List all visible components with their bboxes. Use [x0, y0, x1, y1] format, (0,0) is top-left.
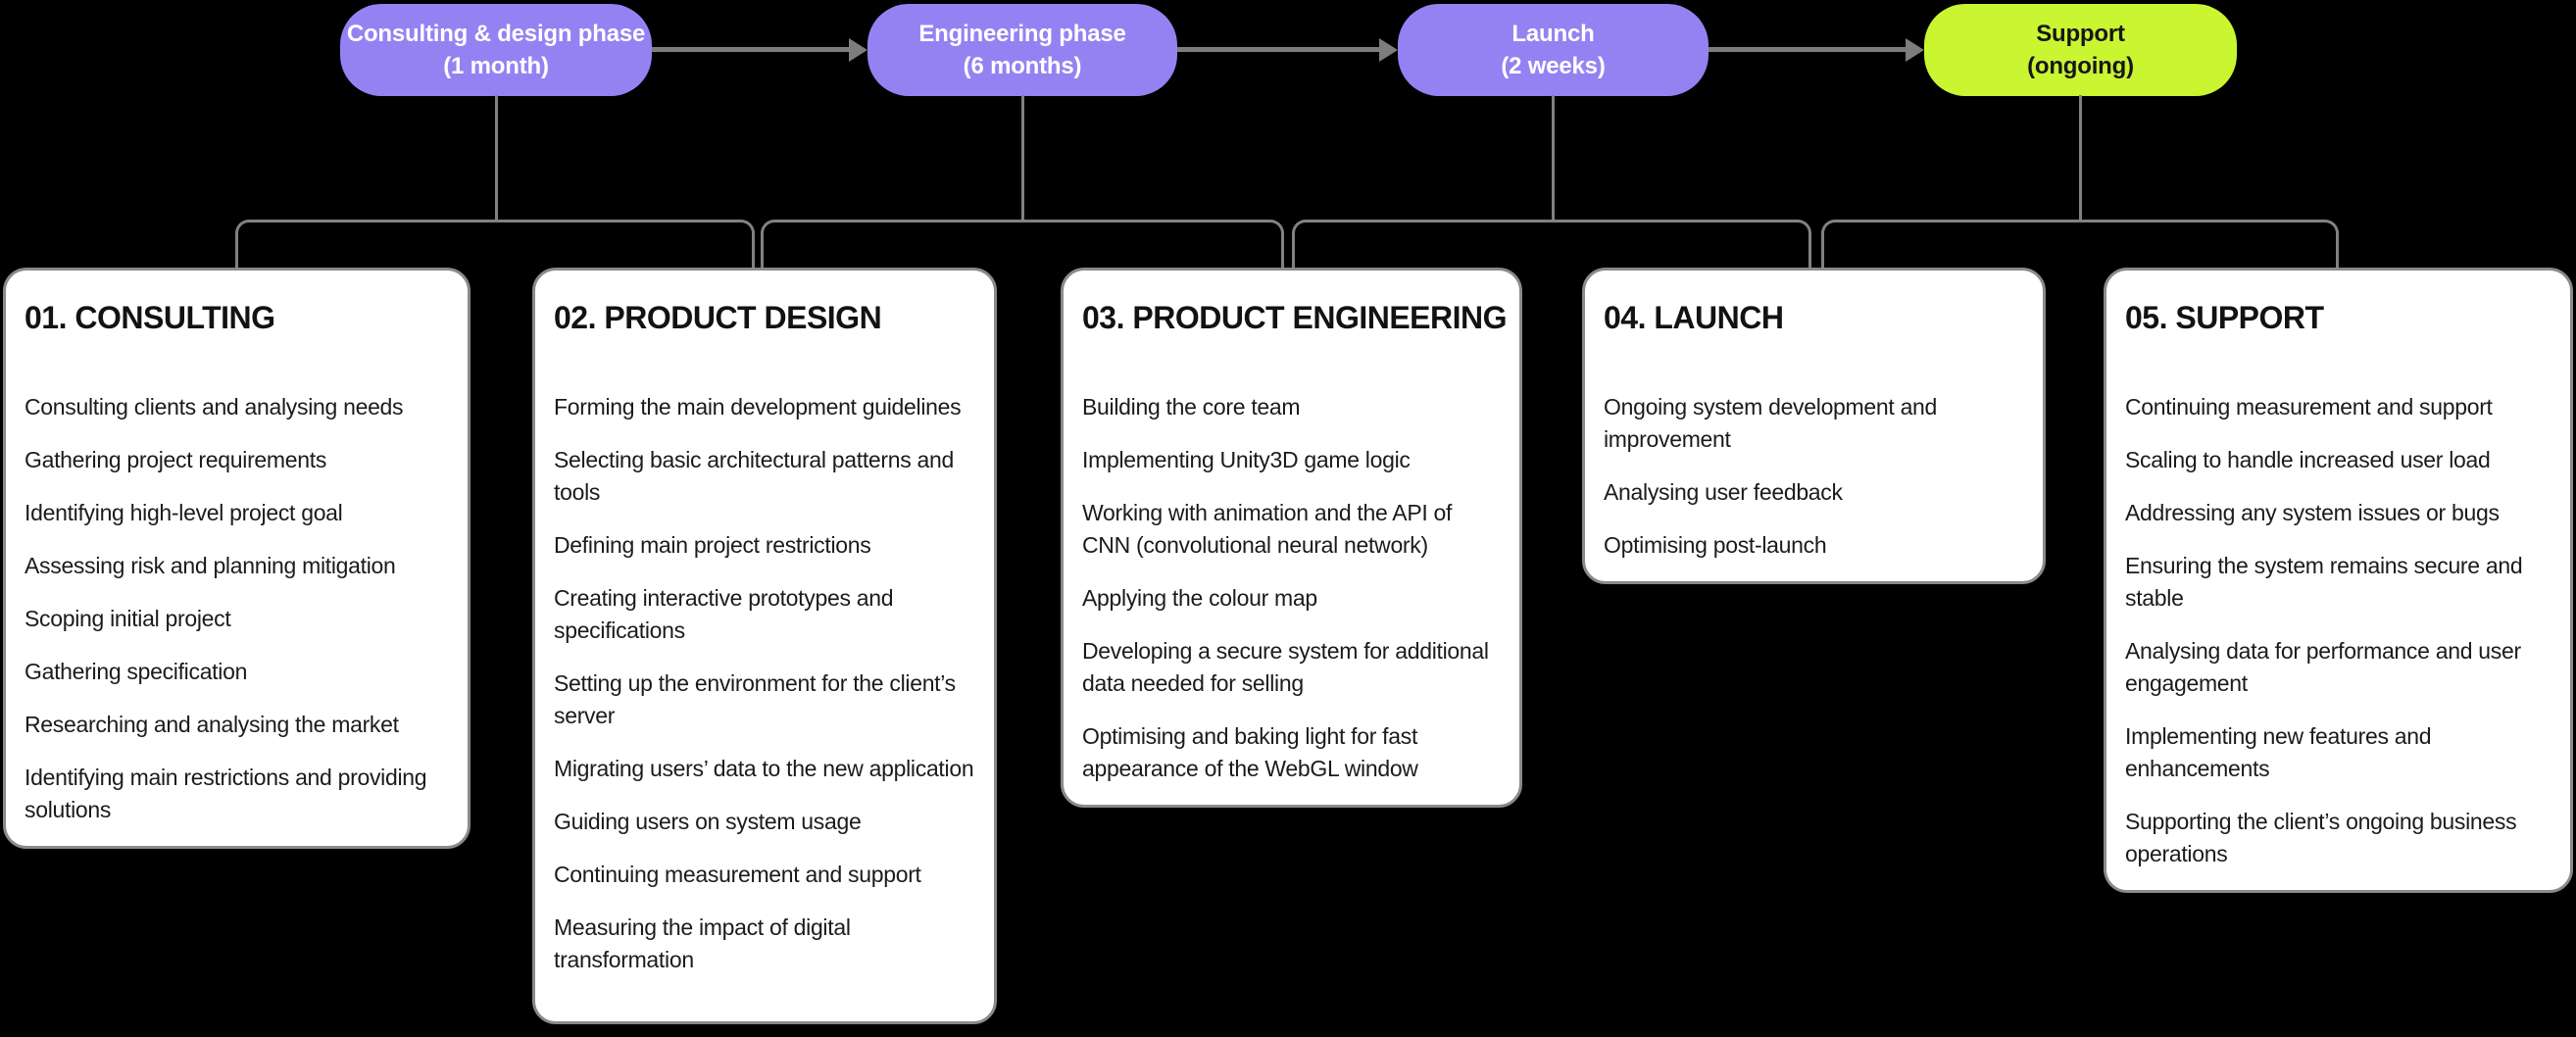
list-item: Analysing data for performance and user … — [2125, 638, 2521, 696]
phase-stem-connector — [2079, 95, 2082, 222]
list-item: Forming the main development guidelines — [554, 394, 962, 420]
phase-bracket-connector — [235, 220, 755, 269]
list-item: Continuing measurement and support — [2125, 394, 2493, 420]
card-title: 02. PRODUCT DESIGN — [554, 300, 882, 335]
phase-pill-engineering-phase: Engineering phase (6 months) — [867, 4, 1177, 96]
connector-arrow-line — [652, 47, 851, 52]
phase-bracket-connector — [761, 220, 1284, 269]
list-item: Migrating users’ data to the new applica… — [554, 756, 974, 781]
card-consulting: 01. CONSULTING Consulting clients and ana… — [3, 268, 471, 849]
phase-bracket-connector — [1821, 220, 2339, 269]
list-item: Addressing any system issues or bugs — [2125, 500, 2500, 525]
list-item: Applying the colour map — [1082, 585, 1317, 611]
list-item: Optimising and baking light for fast app… — [1082, 723, 1418, 781]
phase-bracket-connector — [1292, 220, 1811, 269]
connector-arrowhead-icon — [1906, 38, 1924, 62]
card-product-design: 02. PRODUCT DESIGN Forming the main devel… — [532, 268, 997, 1024]
list-item: Selecting basic architectural patterns a… — [554, 447, 955, 505]
card-title: 01. CONSULTING — [25, 300, 275, 335]
phase-stem-connector — [495, 95, 498, 222]
list-item: Optimising post-launch — [1604, 532, 1827, 558]
card-support: 05. SUPPORT Continuing measurement and su… — [2104, 268, 2573, 893]
connector-arrowhead-icon — [849, 38, 867, 62]
phase-pill-duration: (1 month) — [443, 53, 549, 79]
phase-pill-launch-phase: Launch (2 weeks) — [1398, 4, 1709, 96]
card-title: 03. PRODUCT ENGINEERING — [1082, 300, 1508, 335]
phase-pill-duration: (6 months) — [963, 53, 1082, 79]
phase-pill-name: Support — [2036, 21, 2125, 47]
list-item: Setting up the environment for the clien… — [554, 670, 956, 728]
list-item: Researching and analysing the market — [25, 712, 399, 737]
list-item: Ongoing system development and improveme… — [1604, 394, 1938, 452]
phase-pill-support-phase: Support (ongoing) — [1924, 4, 2237, 96]
list-item: Implementing new features and enhancemen… — [2125, 723, 2432, 781]
list-item: Scaling to handle increased user load — [2125, 447, 2491, 472]
list-item: Scoping initial project — [25, 606, 231, 631]
list-item: Analysing user feedback — [1604, 479, 1843, 505]
list-item: Identifying high-level project goal — [25, 500, 343, 525]
phase-pill-name: Consulting & design phase — [346, 21, 646, 47]
list-item: Guiding users on system usage — [554, 809, 862, 834]
list-item: Continuing measurement and support — [554, 862, 921, 887]
list-item: Identifying main restrictions and provid… — [25, 765, 427, 822]
list-item: Implementing Unity3D game logic — [1082, 447, 1411, 472]
connector-arrow-line — [1709, 47, 1907, 52]
list-item: Gathering project requirements — [25, 447, 327, 472]
list-item: Ensuring the system remains secure and s… — [2125, 553, 2523, 611]
phase-pill-name: Engineering phase — [918, 21, 1126, 47]
list-item: Measuring the impact of digital transfor… — [554, 914, 851, 972]
list-item: Developing a secure system for additiona… — [1082, 638, 1489, 696]
phase-pill-name: Launch — [1511, 21, 1595, 47]
list-item: Supporting the client’s ongoing business… — [2125, 809, 2517, 866]
list-item: Consulting clients and analysing needs — [25, 394, 404, 420]
list-item: Gathering specification — [25, 659, 248, 684]
list-item: Assessing risk and planning mitigation — [25, 553, 396, 578]
phase-pill-duration: (ongoing) — [2027, 53, 2134, 79]
card-title: 05. SUPPORT — [2125, 300, 2324, 335]
phase-stem-connector — [1552, 95, 1555, 222]
card-product-engineering: 03. PRODUCT ENGINEERING Building the core… — [1061, 268, 1522, 808]
phase-stem-connector — [1021, 95, 1024, 222]
card-title: 04. LAUNCH — [1604, 300, 1784, 335]
list-item: Building the core team — [1082, 394, 1301, 420]
connector-arrow-line — [1177, 47, 1381, 52]
list-item: Creating interactive prototypes and spec… — [554, 585, 894, 643]
phase-pill-consulting-design-phase: Consulting & design phase (1 month) — [340, 4, 652, 96]
card-launch: 04. LAUNCH Ongoing system development and… — [1582, 268, 2046, 584]
list-item: Working with animation and the API of CN… — [1082, 500, 1453, 558]
connector-arrowhead-icon — [1379, 38, 1398, 62]
list-item: Defining main project restrictions — [554, 532, 871, 558]
phase-pill-duration: (2 weeks) — [1501, 53, 1606, 79]
